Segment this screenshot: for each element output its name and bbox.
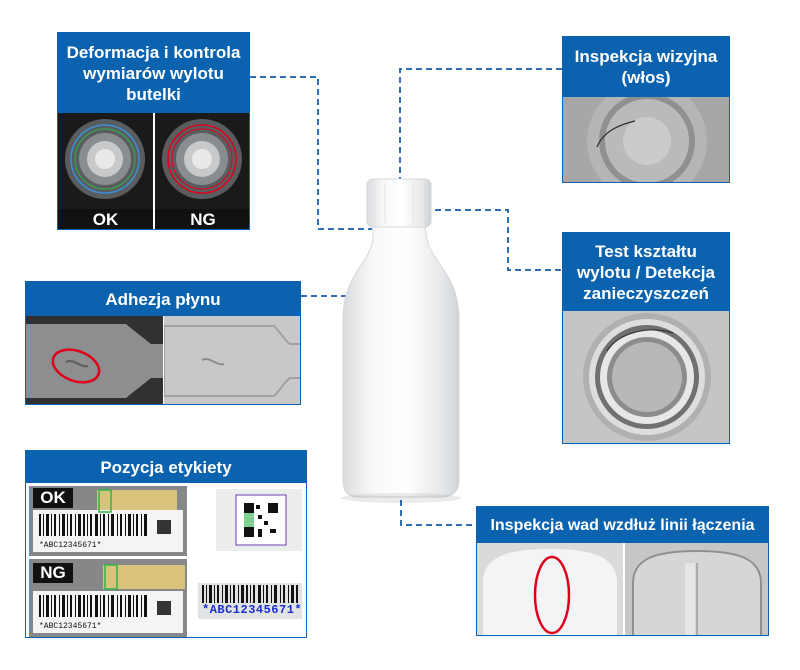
panel-title: Deformacja i kontrola wymiarów wylotu bu… (58, 33, 249, 113)
ok-label: OK (58, 209, 153, 229)
panel-liquid-adhesion: Adhezja płynu (25, 281, 301, 405)
label-ng-image: NG *ABC12345671* (29, 559, 187, 637)
shape-inspection-image (563, 311, 729, 443)
barcode-text: *ABC12345671* (202, 603, 302, 617)
bottle-illustration (341, 178, 461, 503)
panel-shape-contamination: Test kształtu wylotu / Detekcja zanieczy… (562, 232, 730, 444)
panel-title: Adhezja płynu (26, 282, 300, 316)
panel-title: Test kształtu wylotu / Detekcja zanieczy… (563, 233, 729, 311)
liquid-processed-image (164, 316, 300, 404)
qr-code-image (216, 489, 302, 551)
seam-photo-image (477, 543, 623, 635)
mouth-ng-image (155, 113, 249, 209)
label-ng-tag: NG (33, 563, 73, 583)
label-ok-image: OK *ABC12345671* (29, 486, 187, 556)
liquid-xray-image (26, 316, 163, 404)
panel-vision-hair: Inspekcja wizyjna (włos) (562, 36, 730, 183)
ng-label: NG (155, 209, 249, 229)
seam-processed-image (625, 543, 768, 635)
connector-vision (399, 68, 562, 190)
panel-seam-defects: Inspekcja wad wzdłuż linii łączenia (476, 506, 769, 636)
panel-title: Inspekcja wizyjna (włos) (563, 37, 729, 97)
hair-inspection-image (563, 97, 729, 182)
barcode-image: *ABC12345671* (198, 583, 302, 619)
panel-title: Inspekcja wad wzdłuż linii łączenia (477, 507, 768, 543)
label-ok-tag: OK (33, 488, 73, 508)
panel-title: Pozycja etykiety (26, 451, 306, 483)
connector-shape (405, 209, 562, 271)
panel-label-position: Pozycja etykiety OK *ABC12345671* (25, 450, 307, 638)
mouth-ok-image (58, 113, 153, 209)
label-ok-code-text: *ABC12345671* (39, 541, 102, 550)
panel-mouth-deformation: Deformacja i kontrola wymiarów wylotu bu… (57, 32, 250, 230)
connector-mouth (250, 76, 372, 230)
label-ng-code-text: *ABC12345671* (39, 622, 102, 631)
